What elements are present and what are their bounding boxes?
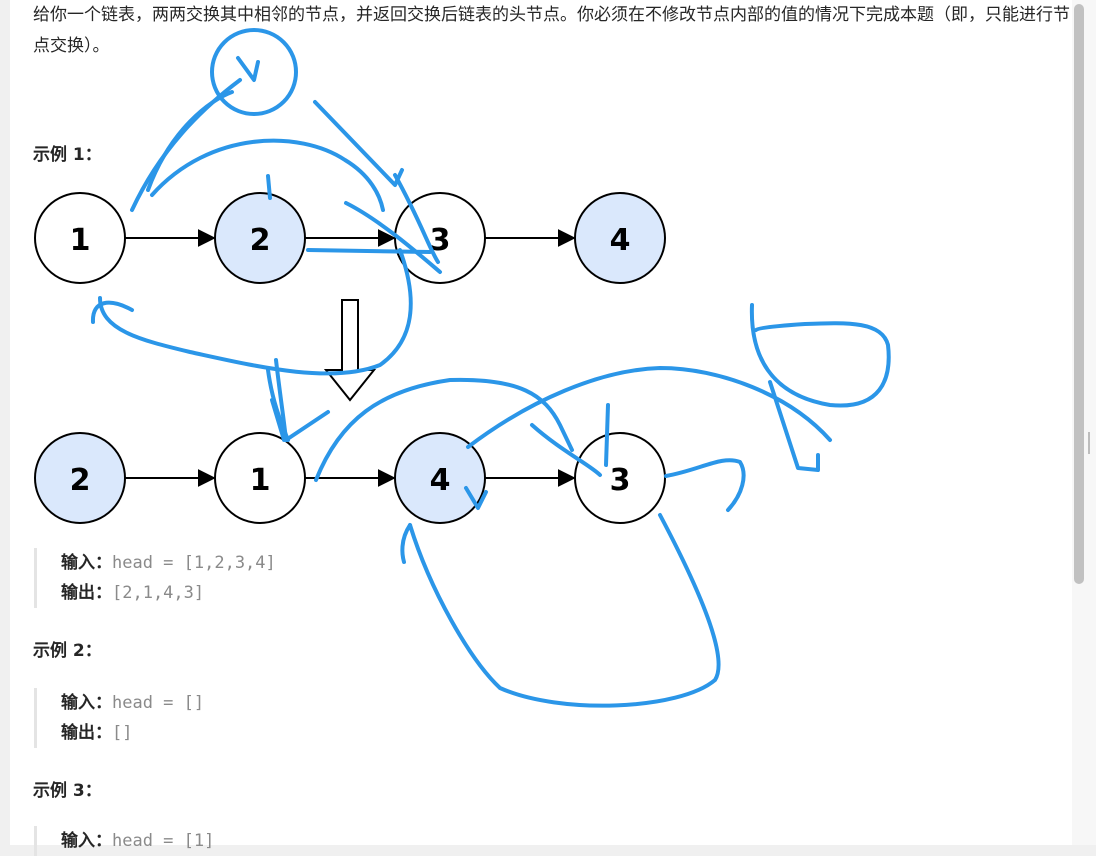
input-value: head = [1,2,3,4] [112,553,276,573]
node-after-3: 4 [394,432,486,524]
node-label: 1 [250,463,271,498]
example-1-title: 示例 1： [33,145,102,165]
node-label: 3 [430,223,451,258]
example-2-title: 示例 2： [33,641,102,661]
example-1-block: 输入：head = [1,2,3,4] 输出：[2,1,4,3] [34,548,276,608]
example-2-block: 输入：head = [] 输出：[] [34,688,204,748]
output-label: 输出： [61,723,112,743]
input-label: 输入： [61,553,112,573]
node-before-4: 4 [574,192,666,284]
node-label: 2 [70,463,91,498]
output-label: 输出： [61,583,112,603]
node-label: 2 [250,223,271,258]
node-after-4: 3 [574,432,666,524]
node-label: 3 [610,463,631,498]
problem-description: 给你一个链表，两两交换其中相邻的节点，并返回交换后链表的头节点。你必须在不修改节… [33,5,1070,56]
scrollbar-thumb[interactable] [1074,4,1084,584]
example-2-input: 输入：head = [] [61,688,204,718]
output-value: [2,1,4,3] [112,583,205,603]
example-1-input: 输入：head = [1,2,3,4] [61,548,276,578]
node-label: 4 [430,463,451,498]
node-before-2: 2 [214,192,306,284]
input-label: 输入： [61,831,112,851]
resize-handle[interactable] [1088,432,1090,454]
node-before-1: 1 [34,192,126,284]
node-after-2: 1 [214,432,306,524]
example-1-output: 输出：[2,1,4,3] [61,578,276,608]
input-value: head = [1] [112,831,215,851]
example-3-title: 示例 3： [33,781,102,801]
input-value: head = [] [112,693,205,713]
node-after-1: 2 [34,432,126,524]
output-value: [] [112,723,133,743]
pen-annotations [90,28,891,708]
node-label: 4 [610,223,631,258]
transform-arrow-icon [323,299,377,402]
problem-panel [10,0,1072,845]
example-2-output: 输出：[] [61,718,204,748]
input-label: 输入： [61,693,112,713]
example-3-input: 输入：head = [1] [61,826,214,856]
node-label: 1 [70,223,91,258]
example-3-block: 输入：head = [1] [34,826,214,856]
